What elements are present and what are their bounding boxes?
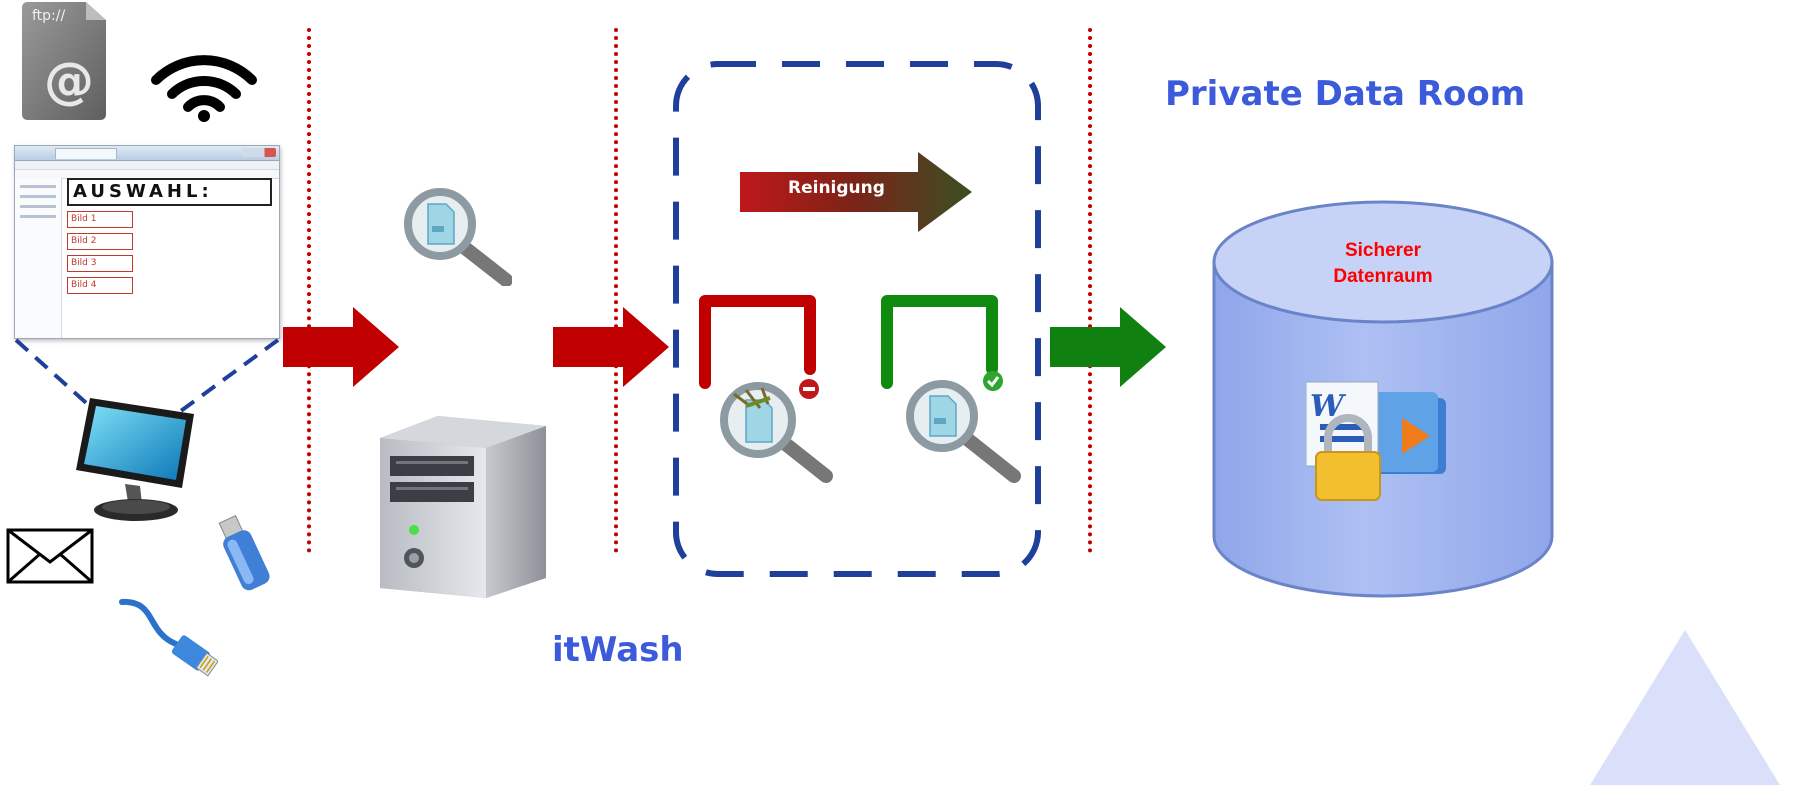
browser-menubar [15,161,279,170]
private-data-room-title: Private Data Room [1165,74,1526,114]
browser-sidebar [15,178,62,338]
infected-file-magnifier-icon [716,372,836,484]
database-label-line-2: Datenraum [1333,266,1433,287]
input-arrow-1 [283,307,399,387]
itwash-label: itWash [552,630,684,670]
cleaning-arrow: Reinigung [740,152,972,232]
browser-heading: AUSWAHL: [67,178,272,206]
browser-item-2: Bild 2 [67,233,133,250]
output-arrow [1050,307,1166,387]
cleaning-arrow-label: Reinigung [788,178,885,198]
decorative-triangle [1590,630,1780,785]
monitor-icon [70,392,200,524]
browser-window-buttons [242,148,276,157]
zoom-lines [14,338,280,437]
browser-item-4: Bild 4 [67,277,133,294]
server-tower-icon [376,412,548,600]
separator-1 [307,28,311,553]
database-label: Sicherer Datenraum [1216,238,1550,290]
usb-stick-icon [214,512,272,594]
database-label-line-1: Sicherer [1344,240,1422,261]
network-cable-icon [116,594,219,684]
cleaning-zone-boundary [673,61,1041,577]
locked-documents-icon: W [1305,378,1456,502]
check-icon [982,370,1004,392]
browser-window-icon: AUSWAHL: Bild 1 Bild 2 Bild 3 Bild 4 [14,145,280,339]
blocked-icon [798,378,820,400]
separator-2 [614,28,618,553]
browser-item-1: Bild 1 [67,211,133,228]
accept-bracket [881,295,998,389]
browser-tab [55,148,117,159]
browser-titlebar [15,146,279,161]
ftp-label: ftp:// [32,8,66,24]
wifi-icon [150,52,258,122]
separator-3 [1088,28,1092,553]
file-scan-magnifier-icon [402,186,513,287]
browser-item-3: Bild 3 [67,255,133,272]
at-symbol: @ [44,52,94,110]
ftp-icon: ftp:// @ [22,2,106,120]
reject-bracket [699,295,816,389]
clean-file-magnifier-icon [904,372,1024,484]
mail-icon [6,528,94,584]
input-arrow-2 [553,307,669,387]
